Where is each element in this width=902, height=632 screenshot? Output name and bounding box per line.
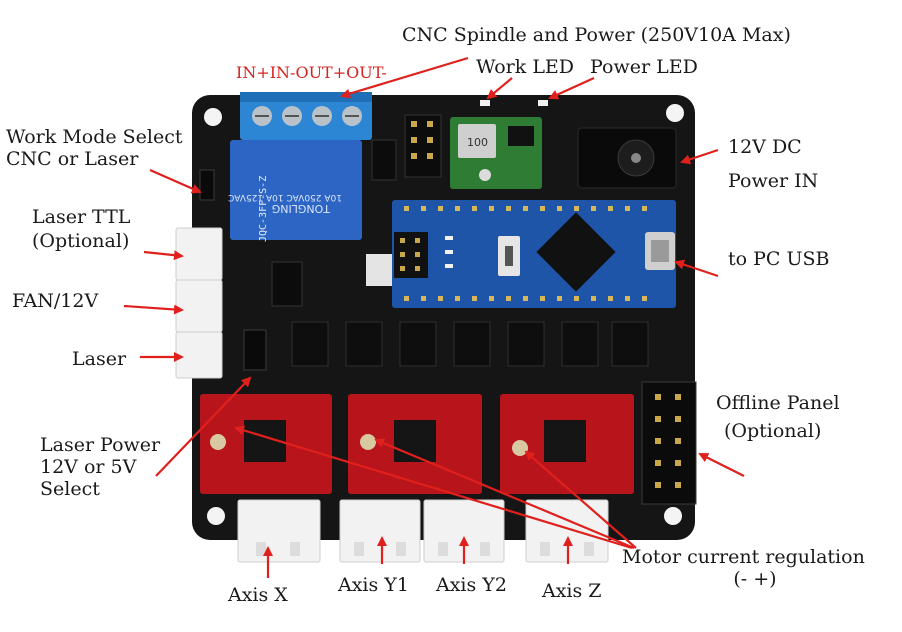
offline-panel-header <box>641 381 697 505</box>
label-motor-current-2: (- +) <box>733 568 777 590</box>
label-power-led: Power LED <box>590 56 698 78</box>
label-laser-power-3: Select <box>40 478 100 500</box>
laser-ttl-connector <box>175 227 223 281</box>
power-select-jumper <box>243 329 267 371</box>
svg-text:TONGLING: TONGLING <box>272 202 331 215</box>
power-led <box>538 100 548 106</box>
relay: JQC-3FF-S-Z 10A 250VAC 10A 125VAC TONGLI… <box>228 140 362 242</box>
label-laser: Laser <box>72 348 127 370</box>
label-cnc-spindle: CNC Spindle and Power (250V10A Max) <box>402 24 791 46</box>
label-to-pc-usb: to PC USB <box>728 248 830 270</box>
capacitor <box>366 254 392 286</box>
label-laser-ttl-1: Laser TTL <box>32 206 131 228</box>
label-axis-y2: Axis Y2 <box>436 574 507 596</box>
label-work-mode-2: CNC or Laser <box>6 148 139 170</box>
label-dc-1: 12V DC <box>728 136 802 158</box>
fan-connector <box>175 279 223 333</box>
axis-connector-x <box>237 499 321 563</box>
buck-converter: 100 <box>450 117 542 189</box>
stepper-driver-x <box>200 394 332 494</box>
label-offline-1: Offline Panel <box>716 392 840 414</box>
label-axis-y1: Axis Y1 <box>338 574 409 596</box>
mounting-hole-bl <box>207 507 225 525</box>
label-axis-x: Axis X <box>228 584 288 606</box>
dc-jack <box>577 127 677 189</box>
screw-terminal <box>240 92 372 140</box>
label-terminal-pins: IN+IN-OUT+OUT- <box>236 63 387 82</box>
svg-text:100: 100 <box>467 136 488 149</box>
axis-connector-z <box>525 499 609 563</box>
optocoupler-row <box>291 321 649 367</box>
stepper-driver-z <box>500 394 634 494</box>
label-work-mode-1: Work Mode Select <box>6 126 183 148</box>
mounting-hole-br <box>664 507 682 525</box>
laser-connector <box>175 331 223 379</box>
label-laser-power-1: Laser Power <box>40 434 161 456</box>
axis-connector-y1 <box>339 499 421 563</box>
mounting-hole-tr <box>666 104 684 122</box>
stepper-driver-y <box>348 394 482 494</box>
probe-limit-headers <box>371 114 442 181</box>
voltage-regulator <box>271 261 303 307</box>
axis-connector-y2 <box>423 499 505 563</box>
mode-jumper <box>199 169 215 201</box>
label-fan: FAN/12V <box>12 290 99 312</box>
svg-text:10A 250VAC 10A 125VAC: 10A 250VAC 10A 125VAC <box>228 192 342 202</box>
arduino-nano <box>392 200 676 308</box>
label-laser-ttl-2: (Optional) <box>32 230 130 252</box>
work-led <box>480 100 490 106</box>
label-offline-2: (Optional) <box>724 420 822 442</box>
label-laser-power-2: 12V or 5V <box>40 456 137 478</box>
svg-text:JQC-3FF-S-Z: JQC-3FF-S-Z <box>258 176 269 242</box>
label-dc-2: Power IN <box>728 170 819 192</box>
mounting-hole-tl <box>204 108 222 126</box>
label-work-led: Work LED <box>476 56 575 78</box>
label-axis-z: Axis Z <box>542 580 602 602</box>
label-motor-current-1: Motor current regulation <box>622 546 865 568</box>
